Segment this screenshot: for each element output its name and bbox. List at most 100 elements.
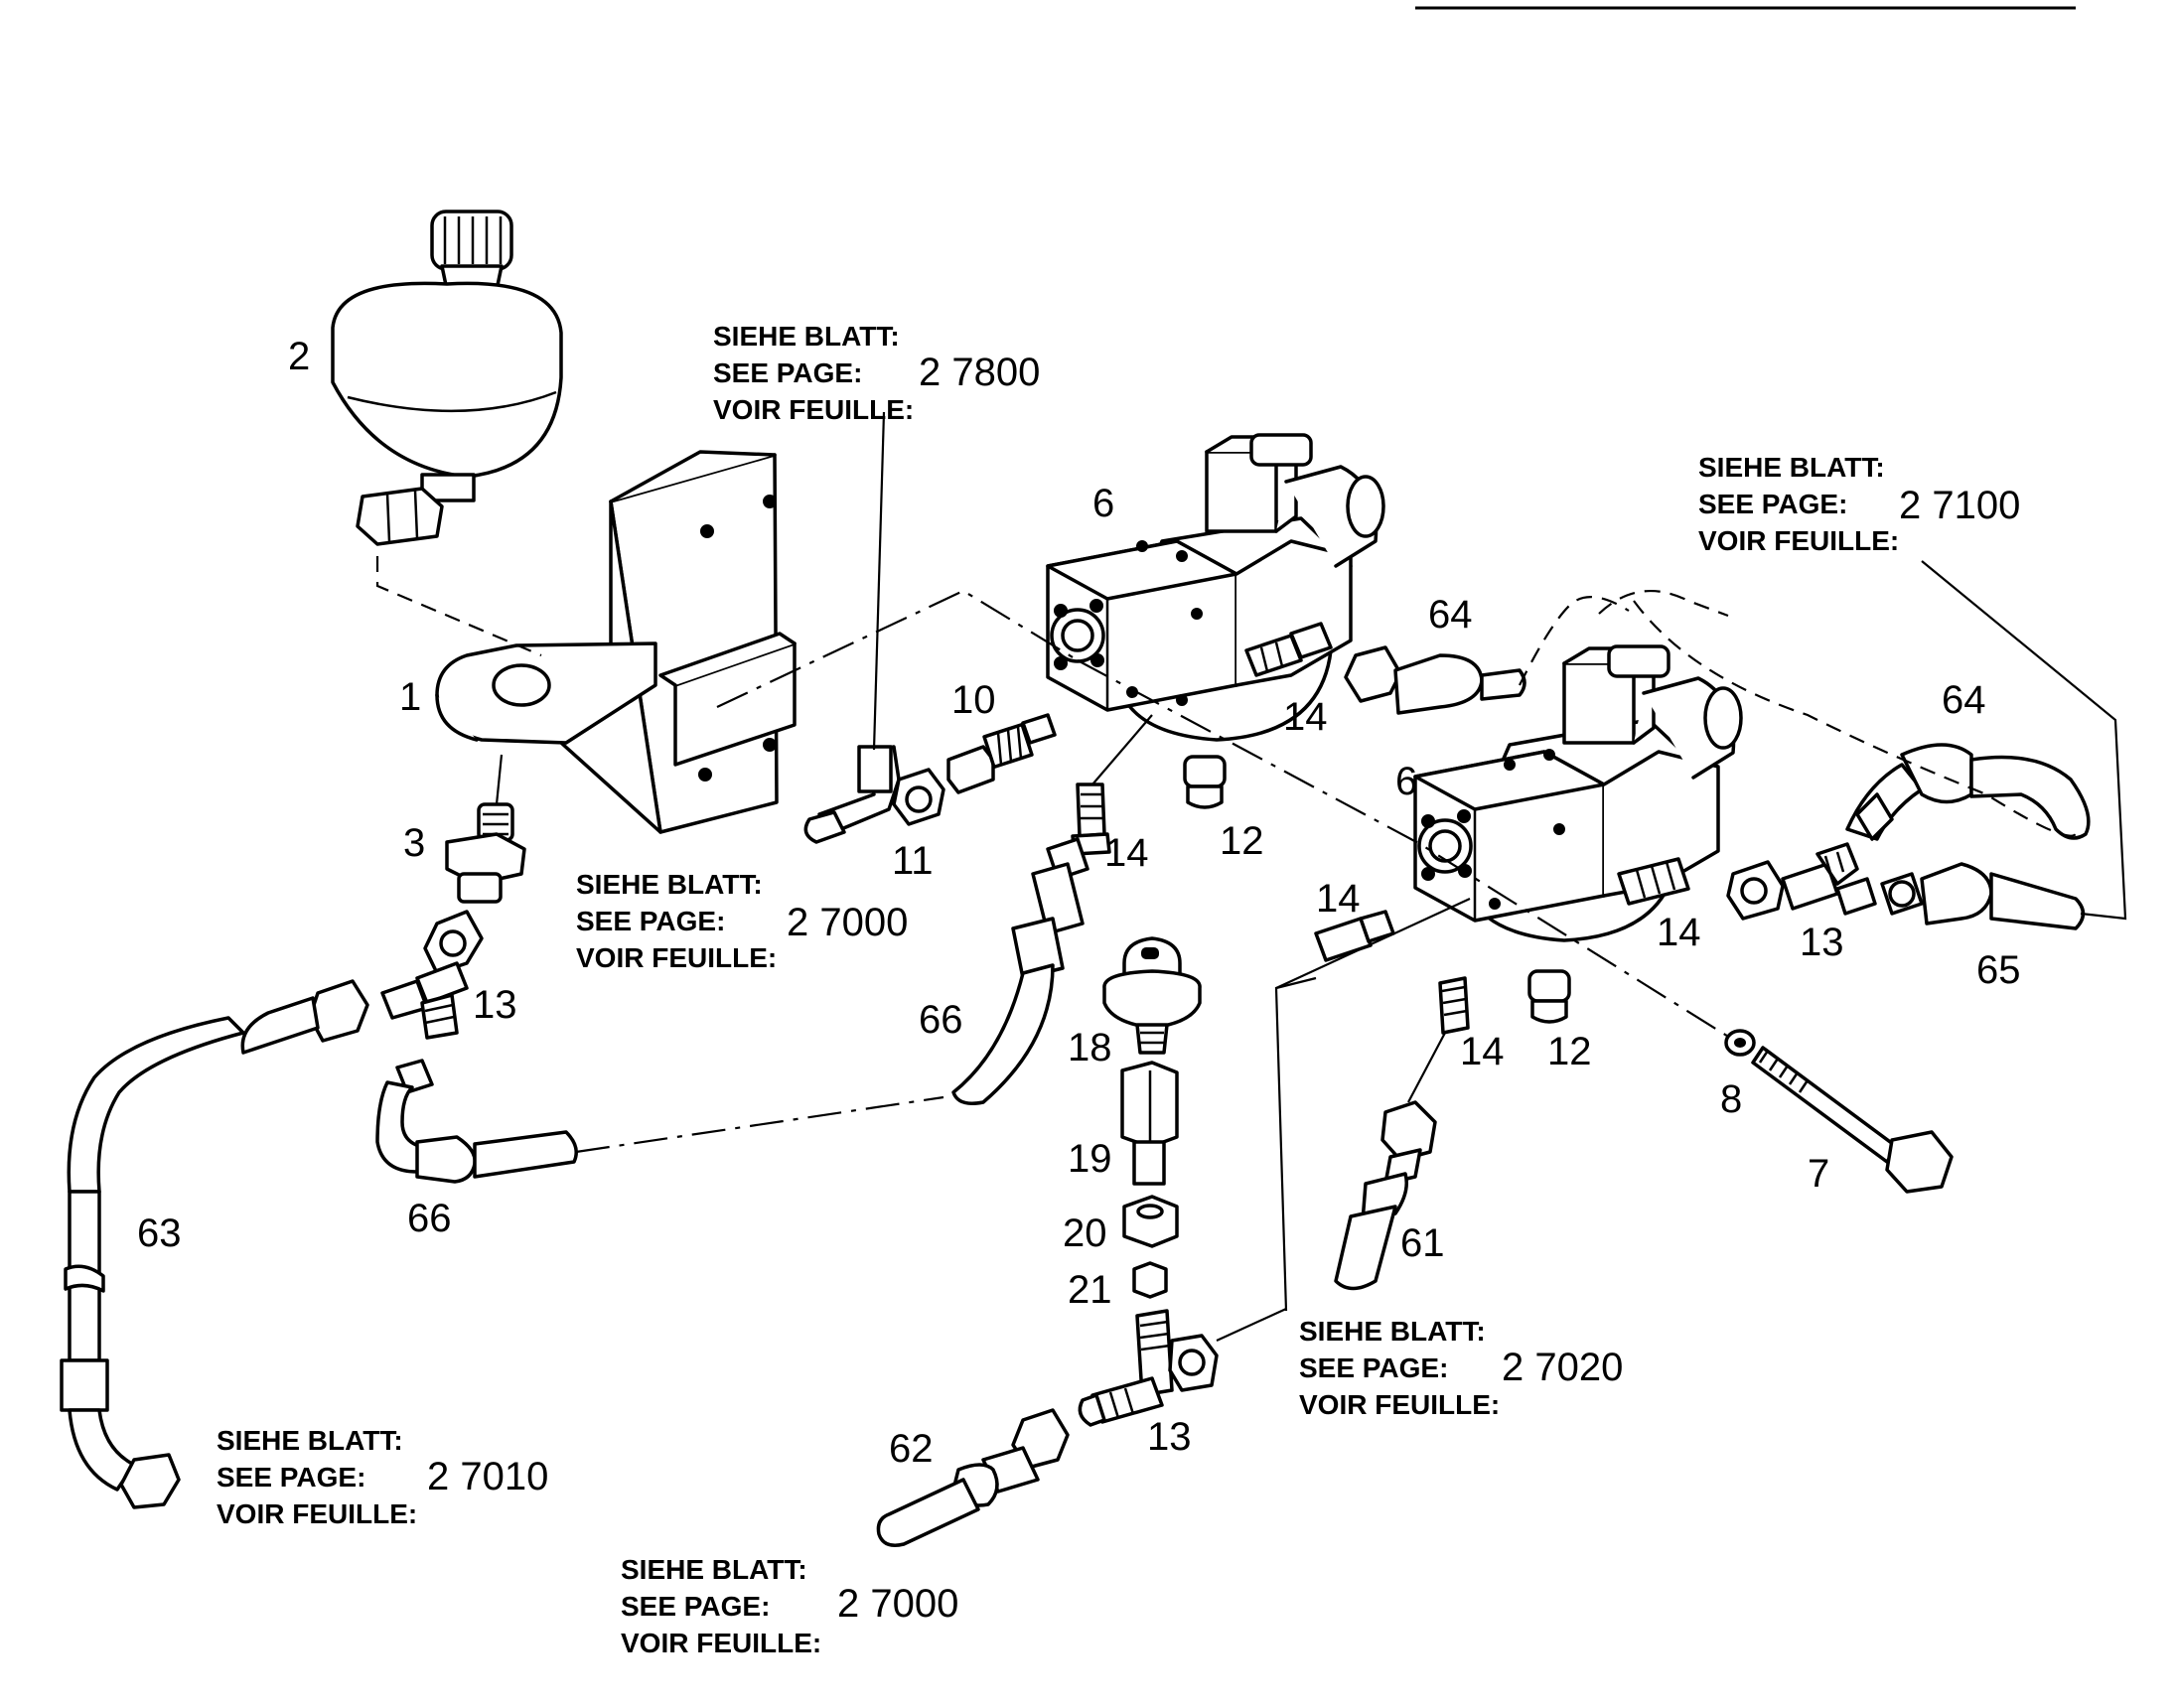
callout-61: 61 [1400, 1221, 1445, 1265]
leader-14-valve [1091, 714, 1153, 785]
ref-page-number: 2 7000 [837, 1582, 958, 1626]
callout-12-lower: 12 [1547, 1030, 1592, 1073]
leader-3-to-bracket [495, 754, 504, 805]
callout-2: 2 [288, 335, 310, 378]
ref-siehe: SIEHE BLATT: [621, 1554, 807, 1585]
callout-63: 63 [137, 1211, 182, 1255]
ref-page-number: 2 7000 [787, 901, 908, 944]
ref-voir: VOIR FEUILLE: [217, 1498, 417, 1529]
ref-block-2-7010: SIEHE BLATT: SEE PAGE: VOIR FEUILLE: 2 7… [217, 1425, 548, 1529]
ref-block-2-7000-lower: SIEHE BLATT: SEE PAGE: VOIR FEUILLE: 2 7… [621, 1554, 958, 1658]
washer-part-8 [1724, 1029, 1756, 1057]
dash-right-curve [1633, 600, 2077, 837]
leader-66-mid [1060, 837, 1079, 846]
ref-see: SEE PAGE: [1698, 489, 1847, 519]
ref-siehe: SIEHE BLATT: [1698, 452, 1885, 483]
callout-14-c: 14 [1316, 877, 1361, 921]
ref-page-number: 2 7010 [427, 1455, 548, 1498]
ref-voir: VOIR FEUILLE: [621, 1628, 821, 1658]
union-part-14-e [1617, 857, 1690, 906]
solenoid-valve-upper-part-6 [1046, 433, 1385, 742]
adapter-part-19 [1120, 1061, 1179, 1186]
bolt-part-7 [1751, 1046, 1954, 1194]
plug-part-12-upper [1183, 755, 1227, 809]
callout-14-e: 14 [1657, 911, 1701, 954]
dash-upper-64-to-right-64 [1598, 590, 1729, 618]
ref-see: SEE PAGE: [217, 1462, 365, 1493]
callout-8: 8 [1720, 1077, 1742, 1121]
hose-part-66-lower-left [375, 1059, 578, 1184]
ref-see: SEE PAGE: [621, 1591, 770, 1622]
leader-14-left [1275, 898, 1471, 989]
union-part-3 [445, 802, 526, 904]
leader-2-7100 [1921, 560, 2127, 921]
ref-siehe: SIEHE BLATT: [217, 1425, 403, 1456]
callout-62: 62 [889, 1427, 934, 1471]
ref-see: SEE PAGE: [576, 906, 725, 936]
callout-13-bottom: 13 [1147, 1415, 1192, 1459]
leader-61 [1407, 1032, 1446, 1103]
ref-block-2-7020: SIEHE BLATT: SEE PAGE: VOIR FEUILLE: 2 7… [1299, 1316, 1623, 1420]
ref-voir: VOIR FEUILLE: [1299, 1389, 1500, 1420]
callout-65: 65 [1976, 948, 2021, 992]
callout-19: 19 [1068, 1137, 1112, 1181]
pressure-switch-part-18 [1102, 936, 1202, 1055]
callout-14-d: 14 [1460, 1030, 1505, 1073]
ref-siehe: SIEHE BLATT: [713, 321, 900, 352]
tee-fitting-part-13-bottom [1078, 1309, 1219, 1427]
callout-3: 3 [403, 821, 425, 865]
callout-14-b: 14 [1104, 831, 1149, 875]
tee-fitting-part-13-right [1726, 842, 1877, 921]
callout-10: 10 [951, 678, 996, 722]
hose-part-64-right [1845, 743, 2091, 841]
ref-siehe: SIEHE BLATT: [576, 869, 763, 900]
ref-voir: VOIR FEUILLE: [576, 942, 777, 973]
dash-accumulator-to-bracket [375, 556, 542, 657]
bracket-part-1 [435, 450, 797, 834]
ref-block-2-7800: SIEHE BLATT: SEE PAGE: VOIR FEUILLE: 2 7… [713, 321, 1040, 425]
callout-12-upper: 12 [1220, 819, 1264, 863]
callout-20: 20 [1063, 1211, 1107, 1255]
callout-11: 11 [892, 839, 934, 883]
callout-18: 18 [1068, 1026, 1112, 1069]
union-part-14-d [1438, 976, 1470, 1035]
hose-part-62 [876, 1408, 1070, 1547]
plug-part-12-lower [1527, 969, 1571, 1024]
hose-part-66-middle [951, 837, 1089, 1105]
callout-13-left: 13 [473, 983, 517, 1027]
leader-2-7020 [1274, 976, 1317, 1312]
callout-7: 7 [1808, 1152, 1829, 1196]
ref-see: SEE PAGE: [1299, 1352, 1448, 1383]
tee-fitting-part-13-left [380, 910, 484, 1040]
ref-siehe: SIEHE BLATT: [1299, 1316, 1486, 1347]
accumulator-part-2 [331, 210, 563, 546]
nipple-part-10 [946, 713, 1057, 794]
leader-bottom-13 [1216, 1307, 1287, 1343]
callout-66-middle: 66 [919, 998, 963, 1042]
hose-part-63 [60, 979, 369, 1509]
hose-part-61 [1334, 1100, 1437, 1291]
tee-fitting-part-11 [803, 745, 945, 844]
callout-14-a: 14 [1283, 695, 1328, 739]
callout-66-left: 66 [407, 1197, 452, 1240]
ref-see: SEE PAGE: [713, 357, 862, 388]
chain-valve-to-bolt [1077, 659, 1739, 1044]
ref-page-number: 2 7800 [919, 351, 1040, 394]
callout-21: 21 [1068, 1268, 1112, 1312]
callout-1: 1 [399, 675, 421, 719]
ref-page-number: 2 7020 [1502, 1346, 1623, 1389]
hose-part-64-upper [1344, 645, 1526, 715]
callout-64-right: 64 [1942, 678, 1986, 722]
chain-bracket-to-valve [716, 589, 1079, 708]
ref-voir: VOIR FEUILLE: [713, 394, 914, 425]
callout-6-lower: 6 [1395, 760, 1417, 803]
callout-13-right: 13 [1800, 921, 1844, 964]
ref-block-2-7100: SIEHE BLATT: SEE PAGE: VOIR FEUILLE: 2 7… [1698, 452, 2020, 556]
chain-valve-66-to-lower-66 [575, 1095, 944, 1154]
callout-64-upper: 64 [1428, 593, 1473, 637]
ref-block-2-7000-upper: SIEHE BLATT: SEE PAGE: VOIR FEUILLE: 2 7… [576, 869, 908, 973]
ref-page-number: 2 7100 [1899, 484, 2020, 527]
nut-part-20 [1122, 1195, 1179, 1248]
union-part-14-a [1244, 622, 1333, 677]
